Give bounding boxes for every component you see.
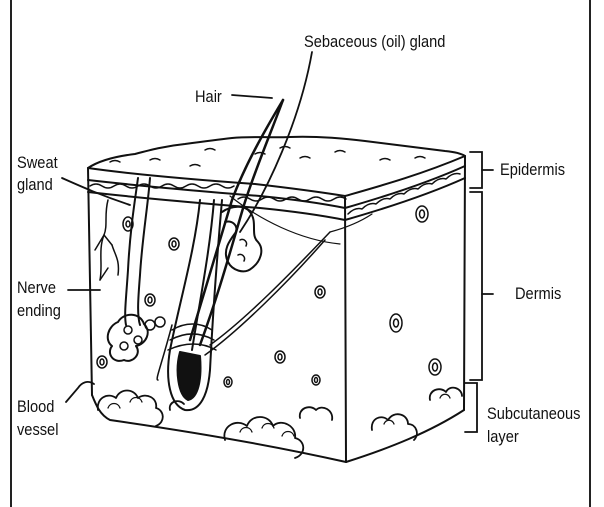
hair-leader-line — [232, 95, 272, 98]
right-face-lines — [230, 196, 372, 244]
label-subcutaneous-2: layer — [487, 426, 519, 447]
label-sweat-gland-1: Sweat — [17, 152, 58, 173]
label-dermis: Dermis — [515, 283, 561, 304]
subcutaneous-bracket — [465, 383, 477, 432]
label-nerve-ending-2: ending — [17, 300, 61, 321]
dermis-bracket — [470, 192, 482, 380]
label-blood-vessel-1: Blood — [17, 396, 54, 417]
blood-vessel-leader-line — [66, 382, 94, 402]
sweat-gland-leader-line — [62, 178, 130, 205]
dermal-vessels — [97, 206, 441, 387]
sweat-gland — [108, 178, 165, 361]
label-epidermis: Epidermis — [500, 159, 565, 180]
label-sweat-gland-2: gland — [17, 174, 53, 195]
nerve-ending — [95, 200, 118, 280]
epidermis-bracket — [470, 152, 482, 188]
label-sebaceous-gland: Sebaceous (oil) gland — [304, 31, 445, 52]
label-subcutaneous-1: Subcutaneous — [487, 403, 580, 424]
label-nerve-ending-1: Nerve — [17, 277, 56, 298]
label-hair: Hair — [195, 86, 222, 107]
sebaceous-leader-line — [240, 52, 312, 232]
label-blood-vessel-2: vessel — [17, 419, 58, 440]
